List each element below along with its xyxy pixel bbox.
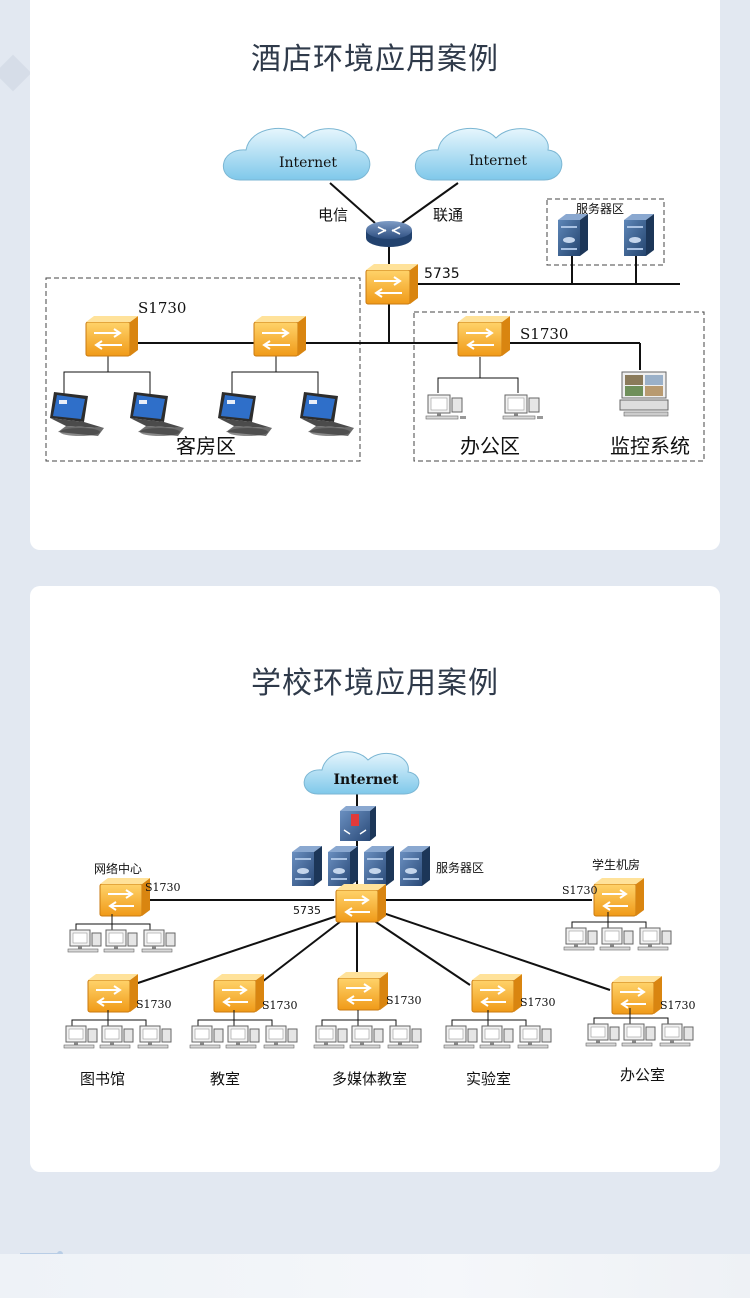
hotel-case-title: 酒店环境应用案例 <box>251 42 499 77</box>
server-icon <box>400 846 430 886</box>
branch-classroom: S1730 教室 <box>190 973 298 1088</box>
hotel-links <box>132 182 680 370</box>
branch-switch-label: S1730 <box>136 998 172 1011</box>
student-lab-switch-label: S1730 <box>562 884 598 897</box>
branch-library: S1730 图书馆 <box>64 973 172 1088</box>
internet-right-label: Internet <box>469 153 527 169</box>
office-zone-box <box>413 311 705 462</box>
branch-switch-label: S1730 <box>262 999 298 1012</box>
server-icon <box>364 846 394 886</box>
network-center-switch-label: S1730 <box>145 881 181 894</box>
guest-switch-label: S1730 <box>138 299 186 317</box>
guest-zone-box <box>45 277 361 462</box>
network-center-pc-group <box>68 914 175 952</box>
student-lab-label: 学生机房 <box>592 857 640 872</box>
branch-switch-label: S1730 <box>386 994 422 1007</box>
student-lab-pc-group <box>564 912 671 950</box>
internet-cloud-left: Internet <box>223 127 371 181</box>
router-icon <box>366 221 412 247</box>
internet-cloud: Internet <box>303 751 420 795</box>
network-center-switch-icon <box>99 877 151 917</box>
isp-right-label: 联通 <box>433 206 463 224</box>
student-lab-switch-icon <box>593 877 645 917</box>
bottom-band <box>0 1254 750 1298</box>
branch-name: 图书馆 <box>80 1070 125 1088</box>
isp-left-label: 电信 <box>318 206 348 224</box>
server-zone-box <box>546 198 665 266</box>
monitoring-station-icon <box>619 371 669 417</box>
zone-guest-label: 客房区 <box>176 434 236 458</box>
branch-name: 多媒体教室 <box>332 1070 407 1088</box>
school-core-switch-icon <box>335 883 387 923</box>
server-icon <box>328 846 358 886</box>
branch-name: 教室 <box>210 1070 240 1088</box>
branch-name: 办公室 <box>620 1066 665 1084</box>
network-center-label: 网络中心 <box>94 861 142 876</box>
school-server-zone-label: 服务器区 <box>436 860 484 875</box>
internet-left-label: Internet <box>279 155 337 171</box>
zone-office-label: 办公区 <box>460 434 520 458</box>
server-zone-label: 服务器区 <box>576 201 624 216</box>
internet-cloud-right: Internet <box>415 127 563 181</box>
branch-lab: S1730 实验室 <box>444 973 556 1088</box>
branch-name: 实验室 <box>466 1070 511 1088</box>
school-links <box>131 794 611 991</box>
hotel-network-diagram: Internet Internet 电信 联通 5735 服务器区 S1730 … <box>45 127 705 462</box>
school-case-title: 学校环境应用案例 <box>251 666 499 701</box>
branch-multimedia: S1730 多媒体教室 <box>314 971 422 1088</box>
internet-label: Internet <box>333 772 399 788</box>
branch-switch-label: S1730 <box>660 999 696 1012</box>
core-switch-label: 5735 <box>424 266 460 282</box>
server-icon <box>292 846 322 886</box>
branch-switch-label: S1730 <box>520 996 556 1009</box>
zone-monitor-label: 监控系统 <box>610 434 690 458</box>
branch-office: S1730 办公室 <box>586 975 696 1084</box>
office-switch-label: S1730 <box>520 325 568 343</box>
school-core-switch-label: 5735 <box>293 904 321 917</box>
firewall-icon <box>340 806 376 841</box>
